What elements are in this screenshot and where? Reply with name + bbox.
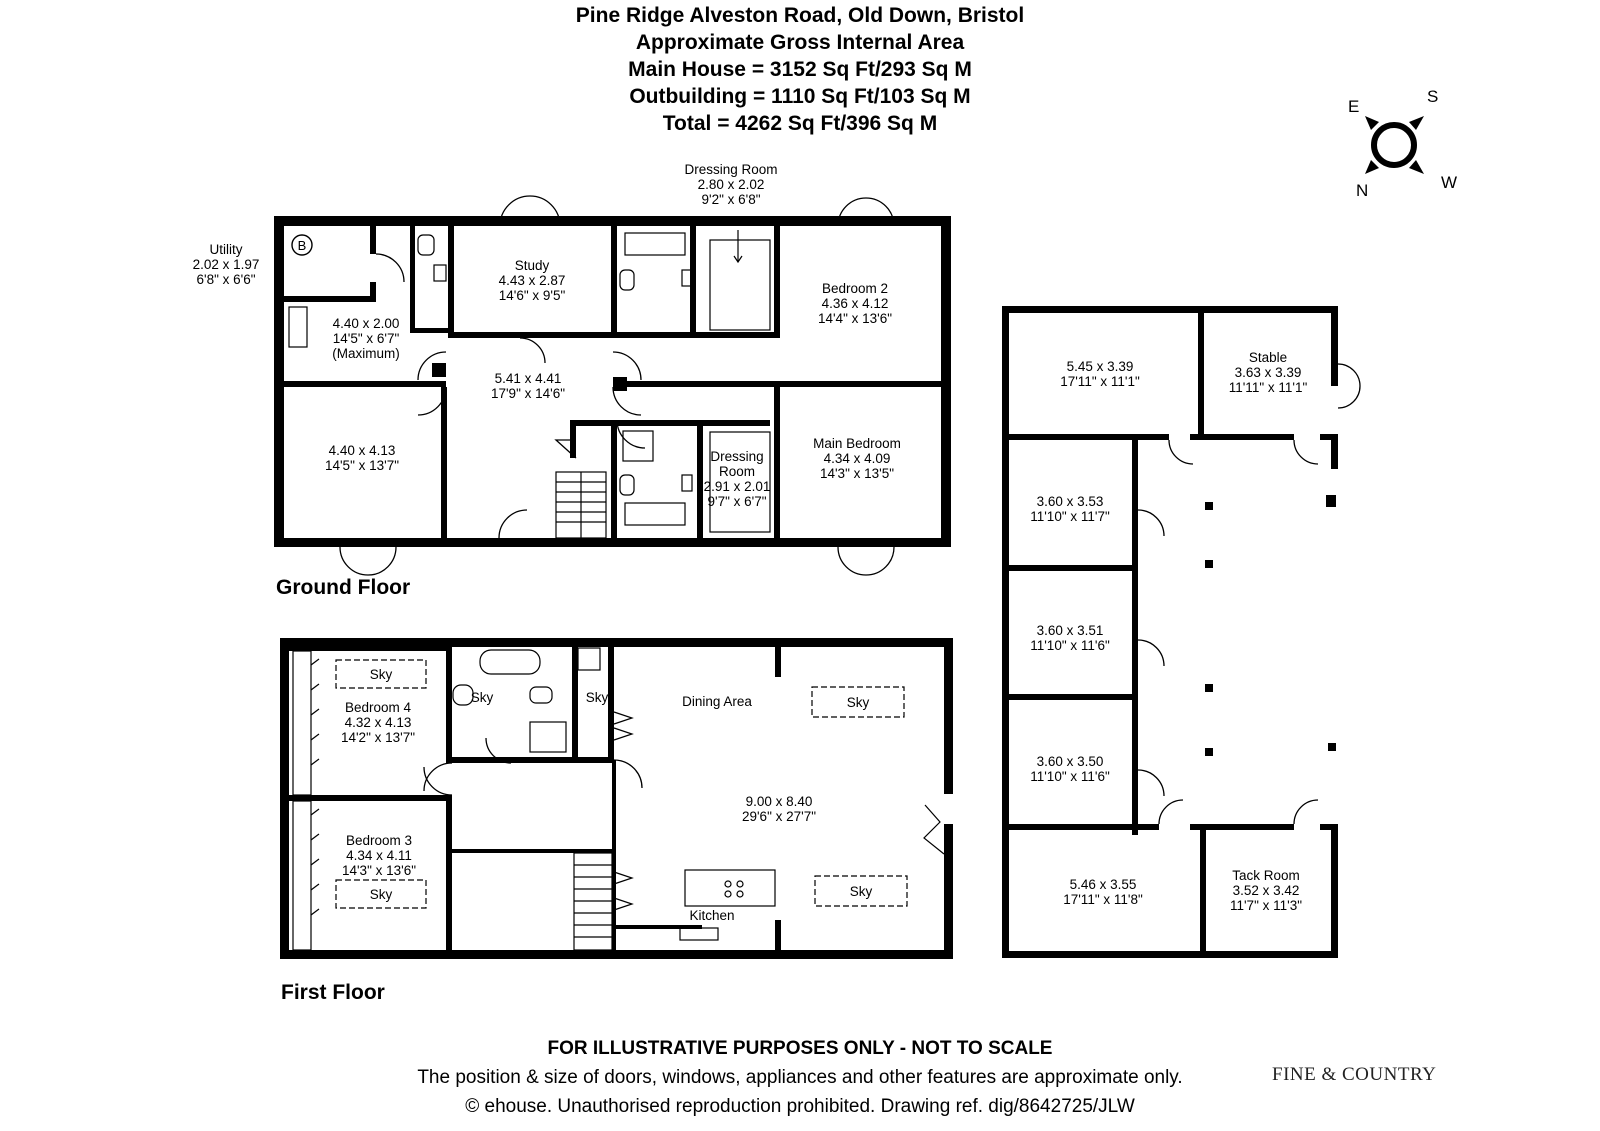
copyright-note: © ehouse. Unauthorised reproduction proh… <box>465 1096 1135 1117</box>
dressing-room-1-name: Dressing Room <box>684 162 777 177</box>
kitchen-area-imperial: 14'5" x 6'7" <box>333 331 400 346</box>
boiler-icon <box>291 234 313 256</box>
sky-ensuite: Sky <box>586 690 609 705</box>
main-bedroom-metric: 4.34 x 4.09 <box>824 451 891 466</box>
main-house-area: Main House = 3152 Sq Ft/293 Sq M <box>628 58 972 81</box>
bedroom-3-metric: 4.34 x 4.11 <box>346 848 412 863</box>
ground-floor-label: Ground Floor <box>276 576 410 599</box>
dressing-room-2-name-1: Dressing <box>710 449 763 464</box>
dressing-room-1-imperial: 9'2" x 6'8" <box>701 192 760 207</box>
outbuilding-room-b-imperial: 11'10" x 11'7" <box>1030 509 1110 524</box>
boiler-label: B <box>298 238 307 253</box>
outbuilding-room-d-imperial: 11'10" x 11'6" <box>1030 769 1110 784</box>
utility-imperial: 6'8" x 6'6" <box>196 272 255 287</box>
kitchen-label: Kitchen <box>689 908 734 923</box>
ground-floor-plan: B Utility 2.02 x 1.97 6'8" x 6'6" Dressi… <box>193 162 951 599</box>
bedroom-4-metric: 4.32 x 4.13 <box>345 715 412 730</box>
study-metric: 4.43 x 2.87 <box>499 273 566 288</box>
plan-header: Pine Ridge Alveston Road, Old Down, Bris… <box>450 2 1150 137</box>
bedroom-3-imperial: 14'3" x 13'6" <box>342 863 416 878</box>
dining-area-label: Dining Area <box>682 694 752 709</box>
kitchen-area-note: (Maximum) <box>332 346 400 361</box>
fine-country-logo: FINE & COUNTRY <box>1272 1064 1437 1085</box>
outbuilding-area: Outbuilding = 1110 Sq Ft/103 Sq M <box>629 85 971 108</box>
approximation-note: The position & size of doors, windows, a… <box>417 1067 1183 1088</box>
hall-metric: 5.41 x 4.41 <box>495 371 562 386</box>
first-floor-label: First Floor <box>281 981 385 1004</box>
dressing-room-1-metric: 2.80 x 2.02 <box>698 177 765 192</box>
skylights <box>335 659 908 909</box>
utility-metric: 2.02 x 1.97 <box>193 257 260 272</box>
bedroom-2-imperial: 14'4" x 13'6" <box>818 311 892 326</box>
outbuilding-room-a-imperial: 17'11" x 11'1" <box>1060 374 1140 389</box>
stable-name: Stable <box>1249 350 1287 365</box>
bedroom-2-name: Bedroom 2 <box>822 281 888 296</box>
dressing-room-2-imperial: 9'7" x 6'7" <box>707 494 766 509</box>
study-imperial: 14'6" x 9'5" <box>499 288 566 303</box>
area-title: Approximate Gross Internal Area <box>635 31 965 54</box>
stable-imperial: 11'11" x 11'1" <box>1229 380 1308 395</box>
living-imperial: 14'5" x 13'7" <box>325 458 399 473</box>
outbuilding-room-b-metric: 3.60 x 3.53 <box>1037 494 1104 509</box>
bedroom-4-name: Bedroom 4 <box>345 700 412 715</box>
sky-bedroom-4: Sky <box>370 667 393 682</box>
main-bedroom-imperial: 14'3" x 13'5" <box>820 466 894 481</box>
hall-imperial: 17'9" x 14'6" <box>491 386 565 401</box>
tack-room-metric: 3.52 x 3.42 <box>1233 883 1300 898</box>
outbuilding-room-e-metric: 5.46 x 3.55 <box>1070 877 1137 892</box>
property-address: Pine Ridge Alveston Road, Old Down, Bris… <box>575 4 1025 27</box>
dressing-room-2-metric: 2.91 x 2.01 <box>704 479 771 494</box>
stable-metric: 3.63 x 3.39 <box>1235 365 1302 380</box>
sky-dining: Sky <box>847 695 870 710</box>
sky-bathroom: Sky <box>471 690 494 705</box>
tack-room-name: Tack Room <box>1232 868 1300 883</box>
main-bedroom-name: Main Bedroom <box>813 436 901 451</box>
compass-e: E <box>1348 97 1359 116</box>
outbuilding-room-d-metric: 3.60 x 3.50 <box>1037 754 1104 769</box>
bedroom-2-metric: 4.36 x 4.12 <box>822 296 889 311</box>
compass-n: N <box>1356 181 1368 200</box>
outbuilding-plan: 5.45 x 3.39 17'11" x 11'1" Stable 3.63 x… <box>1002 306 1361 958</box>
outbuilding-room-c-metric: 3.60 x 3.51 <box>1037 623 1104 638</box>
study-name: Study <box>515 258 550 273</box>
open-plan-metric: 9.00 x 8.40 <box>746 794 813 809</box>
compass-w: W <box>1441 173 1457 192</box>
utility-name: Utility <box>210 242 243 257</box>
sky-kitchen: Sky <box>850 884 873 899</box>
bedroom-4-imperial: 14'2" x 13'7" <box>341 730 415 745</box>
outbuilding-room-a-metric: 5.45 x 3.39 <box>1067 359 1134 374</box>
first-floor-plan: Sky Sky Sky Sky Sky Sky Bedroom 4 4.32 x… <box>280 638 953 1004</box>
tack-room-imperial: 11'7" x 11'3" <box>1230 898 1302 913</box>
compass-s: S <box>1427 87 1438 106</box>
outbuilding-room-c-imperial: 11'10" x 11'6" <box>1030 638 1110 653</box>
total-area: Total = 4262 Sq Ft/396 Sq M <box>662 112 938 135</box>
bedroom-3-name: Bedroom 3 <box>346 833 412 848</box>
compass-icon: E S N W <box>1348 87 1457 200</box>
disclaimer: FOR ILLUSTRATIVE PURPOSES ONLY - NOT TO … <box>547 1038 1053 1059</box>
dressing-room-2-name-2: Room <box>719 464 755 479</box>
kitchen-area-metric: 4.40 x 2.00 <box>333 316 400 331</box>
sky-bedroom-3: Sky <box>370 887 393 902</box>
living-metric: 4.40 x 4.13 <box>329 443 396 458</box>
outbuilding-room-e-imperial: 17'11" x 11'8" <box>1063 892 1143 907</box>
open-plan-imperial: 29'6" x 27'7" <box>742 809 816 824</box>
